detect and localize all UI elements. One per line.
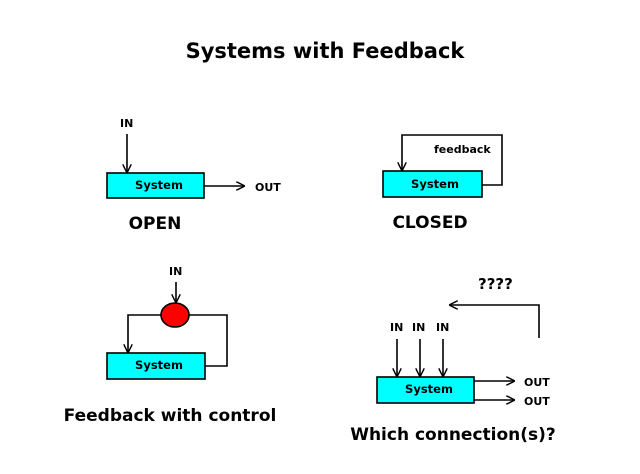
open-caption: OPEN <box>129 214 182 234</box>
closed-feedback-label: feedback <box>434 143 491 156</box>
which-system-box <box>376 376 475 404</box>
closed-system-label: System <box>411 177 459 191</box>
which-input-label-3: IN <box>436 321 449 334</box>
open-output-label: OUT <box>255 181 281 194</box>
which-input-label-1: IN <box>390 321 403 334</box>
control-forward-path <box>128 314 161 352</box>
which-question-label: ???? <box>478 275 513 293</box>
open-system-diagram: IN System OUT OPEN <box>106 117 281 234</box>
which-connection-diagram: ???? IN IN IN System OUT OUT Which conne… <box>350 275 556 445</box>
control-node <box>160 302 190 328</box>
control-input-label: IN <box>169 265 182 278</box>
control-feedback-path <box>189 314 228 367</box>
which-input-label-2: IN <box>412 321 425 334</box>
page-title: Systems with Feedback <box>186 39 466 63</box>
closed-feedback-loop <box>402 134 503 186</box>
closed-system-diagram: System feedback CLOSED <box>382 134 503 233</box>
open-input-label: IN <box>120 117 133 130</box>
which-output-label-1: OUT <box>524 376 550 389</box>
control-system-diagram: IN System Feedback with control <box>64 265 277 426</box>
control-caption: Feedback with control <box>64 406 277 426</box>
control-system-label: System <box>135 358 183 372</box>
open-system-label: System <box>135 178 183 192</box>
which-system-label: System <box>405 382 453 396</box>
which-caption: Which connection(s)? <box>350 425 556 445</box>
closed-system-box <box>382 170 483 198</box>
which-output-label-2: OUT <box>524 395 550 408</box>
control-system-box <box>106 352 206 380</box>
closed-caption: CLOSED <box>392 213 467 233</box>
which-open-feedback-arrow <box>450 305 540 338</box>
